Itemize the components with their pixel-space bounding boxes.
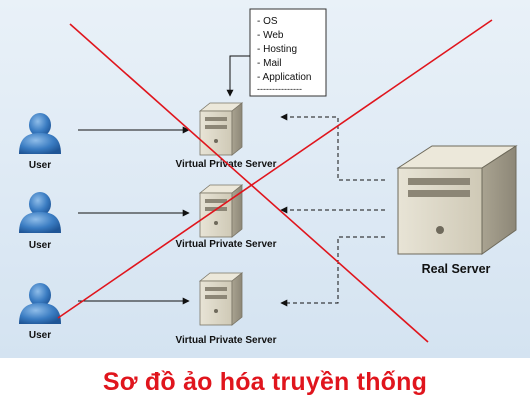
cross-line bbox=[69, 23, 429, 343]
real-to-vps-connectors bbox=[280, 113, 385, 307]
user-label: User bbox=[29, 240, 51, 251]
caption-bar: Sơ đồ ảo hóa truyền thống bbox=[0, 358, 530, 411]
user-icon bbox=[19, 192, 61, 233]
service-divider: --------------- bbox=[257, 84, 302, 94]
vps-server-icon bbox=[198, 184, 244, 238]
service-item: - OS bbox=[257, 16, 278, 27]
service-item: - Hosting bbox=[257, 44, 297, 55]
service-item: - Application bbox=[257, 72, 311, 83]
user-icon bbox=[19, 113, 61, 154]
vps-server-icon bbox=[198, 102, 244, 156]
real-server-icon bbox=[396, 145, 518, 255]
cross-line bbox=[57, 19, 493, 319]
vps-label: Virtual Private Server bbox=[176, 335, 277, 346]
service-item: - Mail bbox=[257, 58, 281, 69]
diagram-caption: Sơ đồ ảo hóa truyền thống bbox=[102, 368, 428, 396]
service-item: - Web bbox=[257, 30, 284, 41]
user-label: User bbox=[29, 330, 51, 341]
user-icon bbox=[19, 283, 61, 324]
real-server-label: Real Server bbox=[422, 262, 491, 276]
vps-label: Virtual Private Server bbox=[176, 239, 277, 250]
services-box: - OS - Web - Hosting - Mail - Applicatio… bbox=[249, 8, 327, 97]
services-connector bbox=[226, 55, 250, 97]
vps-label: Virtual Private Server bbox=[176, 159, 277, 170]
user-label: User bbox=[29, 160, 51, 171]
vps-server-icon bbox=[198, 272, 244, 326]
